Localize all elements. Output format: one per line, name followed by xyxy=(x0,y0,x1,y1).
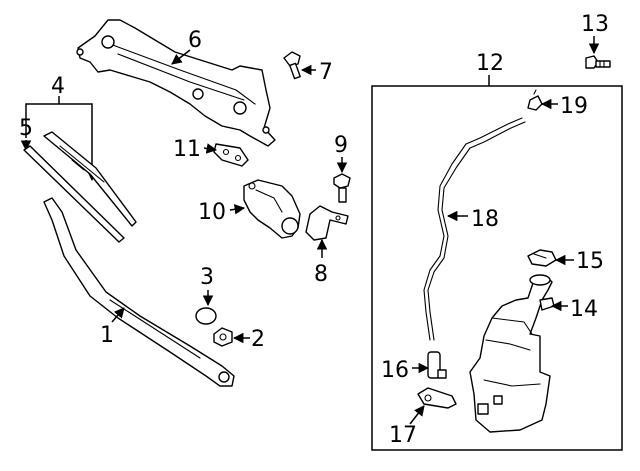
pivot-cap xyxy=(195,307,217,325)
callout-11-leader xyxy=(203,143,218,154)
callout-10: 10 xyxy=(198,200,226,225)
callout-10-leader xyxy=(229,204,246,215)
callout-16: 16 xyxy=(381,358,409,383)
callout-12: 12 xyxy=(476,51,504,76)
callout-3: 3 xyxy=(200,265,214,290)
neck-clip xyxy=(539,297,555,311)
callout-18: 18 xyxy=(471,207,499,232)
wiper-motor xyxy=(243,179,301,239)
pivot-nut xyxy=(213,327,233,347)
callout-7: 7 xyxy=(319,60,333,85)
washer-nozzle xyxy=(527,89,543,111)
washer-pump xyxy=(427,351,447,379)
washer-hose xyxy=(423,117,526,341)
callout-4: 4 xyxy=(51,74,65,99)
level-sensor xyxy=(417,387,457,409)
callout-6: 6 xyxy=(188,28,202,53)
filler-cap xyxy=(527,249,557,267)
bolt-7 xyxy=(283,51,301,80)
wiper-arm xyxy=(43,197,235,387)
callout-11: 11 xyxy=(173,137,201,162)
callout-9: 9 xyxy=(334,133,348,158)
callout-14: 14 xyxy=(570,297,598,322)
callout-13: 13 xyxy=(581,12,609,37)
callout-17-leader xyxy=(409,405,425,425)
callout-17: 17 xyxy=(389,423,417,448)
callout-6-leader xyxy=(171,49,191,65)
callout-2: 2 xyxy=(251,327,265,352)
wiper-linkage-frame xyxy=(76,19,276,147)
callout-1-leader xyxy=(111,307,125,323)
reservoir-group-frame xyxy=(371,85,623,451)
callout-15: 15 xyxy=(576,249,604,274)
callout-1: 1 xyxy=(100,323,114,348)
bolt-9 xyxy=(333,173,351,203)
bracket-11 xyxy=(213,143,249,167)
callout-19: 19 xyxy=(560,94,588,119)
callout-5: 5 xyxy=(19,116,33,141)
callout-8: 8 xyxy=(314,262,328,287)
wiper-blade-assembly xyxy=(23,131,137,243)
washer-reservoir xyxy=(469,274,553,433)
motor-bracket xyxy=(305,205,349,241)
bolt-13 xyxy=(585,55,611,69)
